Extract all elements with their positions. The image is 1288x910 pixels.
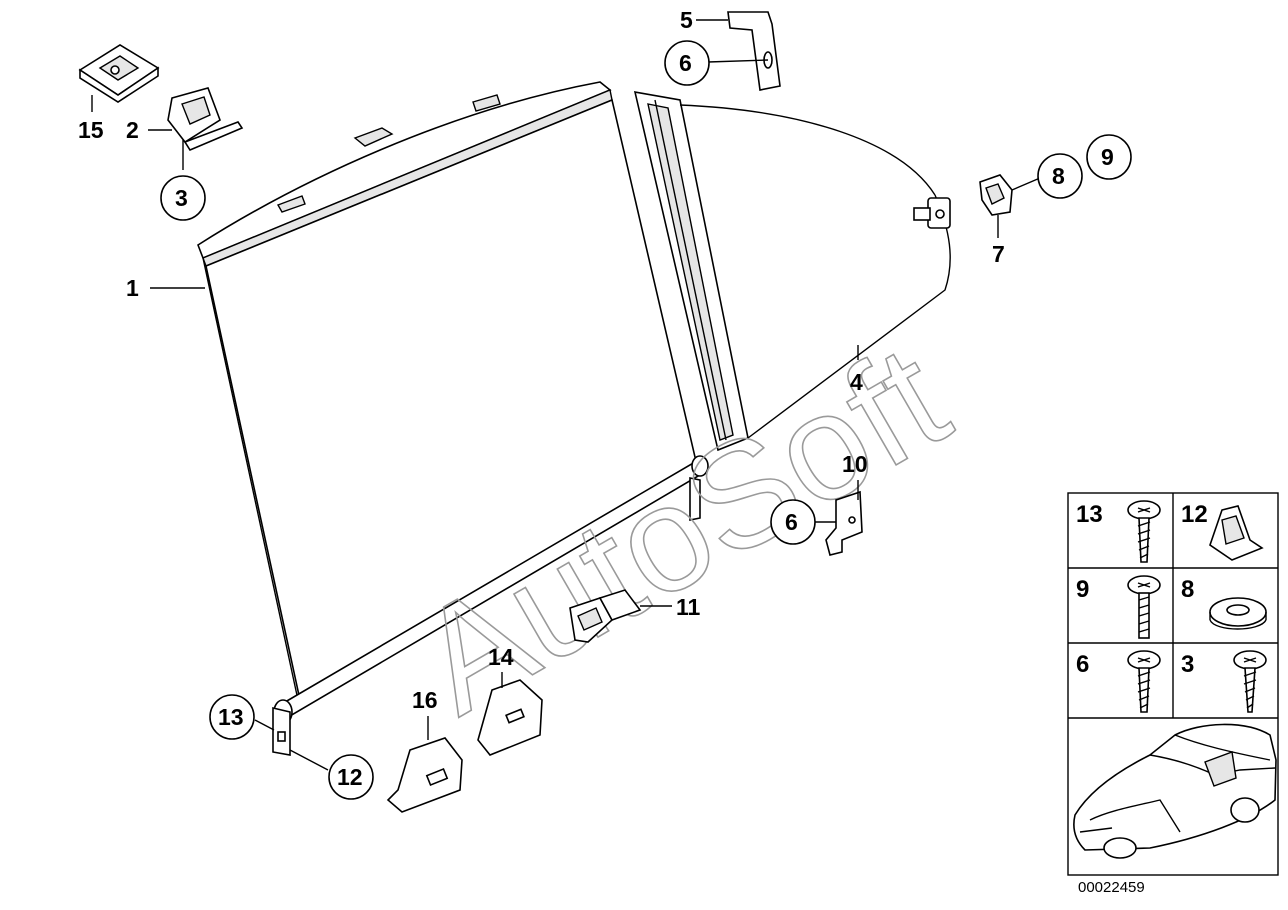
callout-6a-circle bbox=[664, 40, 710, 86]
callout-6a: 6 bbox=[679, 50, 692, 76]
callout-9: 9 bbox=[1101, 144, 1114, 170]
clip-12-icon bbox=[1209, 505, 1264, 561]
callout-5: 5 bbox=[680, 7, 693, 33]
callout-2: 2 bbox=[126, 117, 139, 143]
hardware-legend: 13 12 9 8 6 3 bbox=[1067, 492, 1279, 876]
legend-3: 3 bbox=[1181, 651, 1194, 678]
part-5-bracket[interactable] bbox=[727, 11, 781, 91]
callout-6b: 6 bbox=[785, 509, 798, 535]
callout-15: 15 bbox=[78, 117, 104, 143]
callout-8: 8 bbox=[1052, 163, 1065, 189]
guide-rail[interactable] bbox=[633, 91, 951, 452]
callout-13: 13 bbox=[218, 704, 244, 730]
screw-9-icon bbox=[1127, 575, 1161, 639]
diagram-code: 00022459 bbox=[1078, 879, 1145, 896]
callout-16: 16 bbox=[412, 687, 438, 713]
callout-4: 4 bbox=[850, 369, 863, 395]
sunblind-assembly[interactable] bbox=[197, 81, 709, 756]
legend-8: 8 bbox=[1181, 576, 1194, 603]
callout-8-circle bbox=[1037, 153, 1083, 199]
legend-6: 6 bbox=[1076, 651, 1089, 678]
callout-6b-circle bbox=[770, 499, 816, 545]
part-7-clip[interactable] bbox=[979, 174, 1013, 216]
hook-fitting bbox=[913, 197, 951, 229]
callout-13-circle bbox=[209, 694, 255, 740]
part-10-bracket[interactable] bbox=[825, 490, 863, 556]
leader-lines bbox=[91, 19, 1041, 771]
callout-11: 11 bbox=[676, 594, 701, 620]
part-14-cover[interactable] bbox=[477, 679, 543, 756]
callout-14: 14 bbox=[488, 644, 514, 670]
callout-12: 12 bbox=[337, 764, 363, 790]
screw-3-icon bbox=[1233, 650, 1267, 713]
screw-6-icon bbox=[1127, 650, 1161, 713]
callouts: 1 15 2 3 5 6 8 9 7 4 10 6 11 14 16 13 12 bbox=[78, 7, 1132, 800]
callout-12-circle bbox=[328, 754, 374, 800]
part-2-guide[interactable] bbox=[167, 87, 244, 152]
part-15-holder[interactable] bbox=[78, 44, 160, 103]
legend-13: 13 bbox=[1076, 501, 1103, 528]
legend-9: 9 bbox=[1076, 576, 1089, 603]
callout-3-circle bbox=[160, 175, 206, 221]
part-16-cover[interactable] bbox=[386, 737, 463, 813]
screw-13-icon bbox=[1127, 500, 1161, 563]
callout-7: 7 bbox=[992, 241, 1005, 267]
washer-8-icon bbox=[1209, 597, 1267, 630]
callout-1: 1 bbox=[126, 275, 139, 301]
callout-3: 3 bbox=[175, 185, 188, 211]
callout-9-circle bbox=[1086, 134, 1132, 180]
callout-10: 10 bbox=[842, 451, 868, 477]
legend-12: 12 bbox=[1181, 501, 1208, 528]
part-11-clip[interactable] bbox=[569, 589, 642, 643]
car-location-icon bbox=[1073, 723, 1277, 859]
